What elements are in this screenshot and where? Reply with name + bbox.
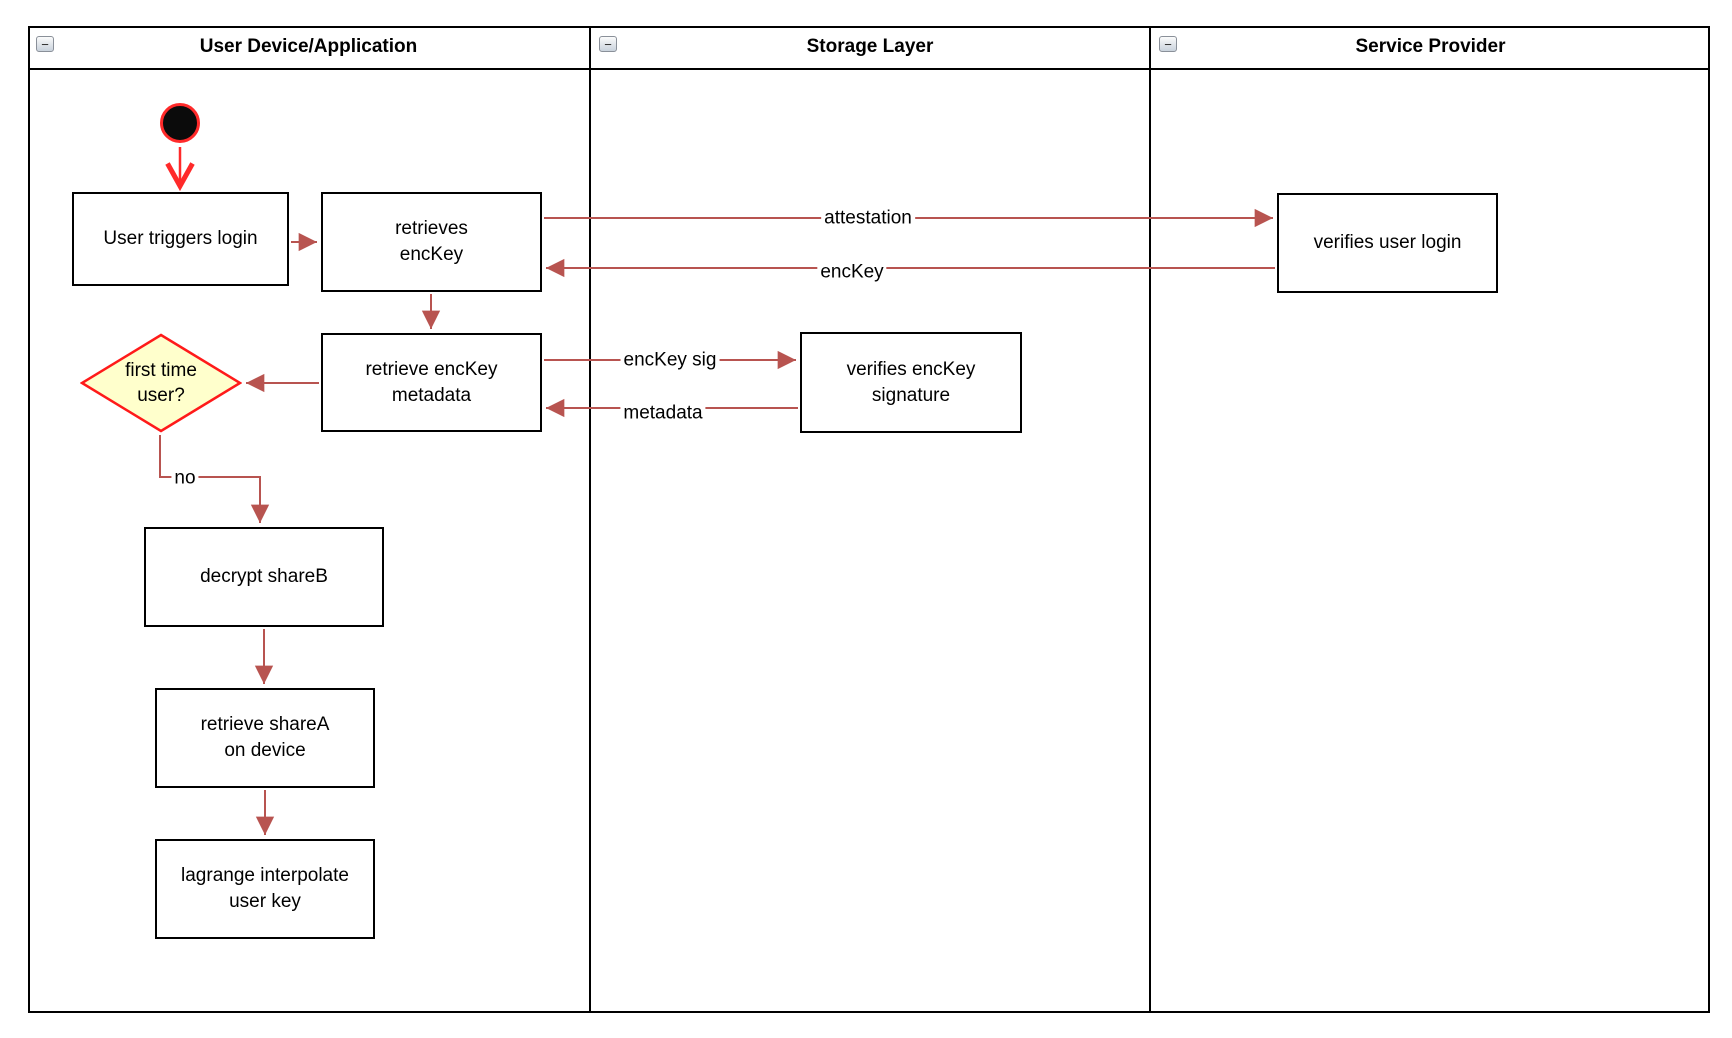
swimlane-frame [28,26,1710,1013]
lane-divider-2 [1149,26,1151,1013]
lane-title-service-provider: Service Provider [1355,36,1506,57]
node-lagrange-interpolate[interactable]: lagrange interpolate user key [155,839,375,939]
node-retrieve-enckey-metadata[interactable]: retrieve encKey metadata [321,333,542,432]
node-retrieve-sharea[interactable]: retrieve shareA on device [155,688,375,788]
collapse-lane-icon[interactable]: − [1159,36,1177,52]
collapse-lane-icon[interactable]: − [599,36,617,52]
diamond-shape [80,333,242,433]
swimlane-header-separator [28,68,1710,70]
node-decrypt-shareb[interactable]: decrypt shareB [144,527,384,627]
lane-title-user-device: User Device/Application [199,36,418,57]
node-verifies-user-login[interactable]: verifies user login [1277,193,1498,293]
lane-title-storage-layer: Storage Layer [806,36,934,57]
edge-label-no: no [171,467,199,489]
decision-label: first time user? [125,360,197,406]
node-user-triggers-login[interactable]: User triggers login [72,192,289,286]
decision-first-time-user[interactable]: first time user? [80,333,242,433]
lane-divider-1 [589,26,591,1013]
node-verifies-enckey-signature[interactable]: verifies encKey signature [800,332,1022,433]
edge-label-attestation: attestation [821,207,915,229]
edge-label-metadata: metadata [620,402,706,424]
collapse-lane-icon[interactable]: − [36,36,54,52]
edge-label-enckey-sig: encKey sig [620,349,720,371]
node-retrieves-enckey[interactable]: retrieves encKey [321,192,542,292]
start-node[interactable] [160,103,200,143]
edge-label-enckey: encKey [817,261,887,283]
